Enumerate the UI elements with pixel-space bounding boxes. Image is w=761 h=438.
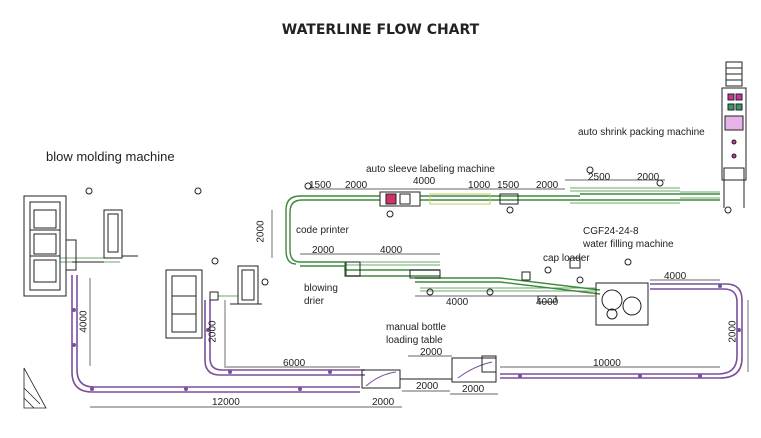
loading-table	[361, 355, 497, 389]
dim-bottom-12000: 12000	[212, 397, 240, 408]
label-loading-table: loading table	[386, 335, 443, 346]
label-cap-loader: cap loader	[543, 253, 590, 264]
dim-blow-vert-4000: 4000	[78, 310, 90, 333]
dim-mid-4000b: 4000	[536, 297, 559, 308]
dim-left-vert-2000: 2000	[255, 220, 267, 243]
preform-machine	[165, 265, 262, 339]
dim-bottom-2000b: 2000	[462, 384, 485, 395]
dim-top-2500: 2500	[588, 172, 611, 183]
label-shrink-packing: auto shrink packing machine	[578, 127, 705, 138]
dim-bottom-10000: 10000	[593, 358, 621, 369]
dim-mid-4000: 4000	[446, 297, 469, 308]
dim-top-1500b: 1500	[497, 180, 520, 191]
blow-molding-machine	[23, 195, 138, 297]
label-drier: drier	[304, 296, 325, 307]
dimension-lines	[89, 179, 749, 408]
label-filling-model: CGF24-24-8	[583, 226, 639, 237]
label-manual-bottle: manual bottle	[386, 322, 447, 333]
blowing-drier	[345, 261, 441, 279]
dim-bottom-6000: 6000	[283, 358, 306, 369]
orientation-marker	[23, 367, 47, 409]
dim-bottom-2000a: 2000	[416, 381, 439, 392]
dim-top-1500a: 1500	[309, 180, 332, 191]
dim-top-2000b: 2000	[536, 180, 559, 191]
dim-top-1000: 1000	[468, 180, 491, 191]
chart-title: WATERLINE FLOW CHART	[281, 22, 480, 38]
shrink-packing-machine	[721, 61, 747, 208]
dim-right-4000: 4000	[664, 271, 687, 282]
dim-top-2000c: 2000	[637, 172, 660, 183]
dim-table-2000: 2000	[420, 347, 443, 358]
dim-top-2000a: 2000	[345, 180, 368, 191]
loop-markers	[72, 284, 741, 391]
main-conveyor-loop	[71, 275, 743, 393]
operator-markers	[85, 166, 732, 296]
labeling-machine	[379, 191, 519, 207]
dim-drier-4000: 4000	[380, 245, 403, 256]
rail-bundles	[60, 187, 720, 297]
label-blow-molding: blow molding machine	[46, 149, 175, 164]
label-blowing: blowing	[304, 283, 338, 294]
label-filling-name: water filling machine	[583, 239, 674, 250]
label-sleeve-labeling: auto sleeve labeling machine	[366, 164, 495, 175]
dim-drier-2000: 2000	[312, 245, 335, 256]
dim-right-vert-2000: 2000	[727, 320, 739, 343]
label-code-printer: code printer	[296, 225, 349, 236]
dim-mid-vert-2000: 2000	[207, 320, 219, 343]
dim-bottom-2000c: 2000	[372, 397, 395, 408]
dim-top-4000: 4000	[413, 176, 436, 187]
